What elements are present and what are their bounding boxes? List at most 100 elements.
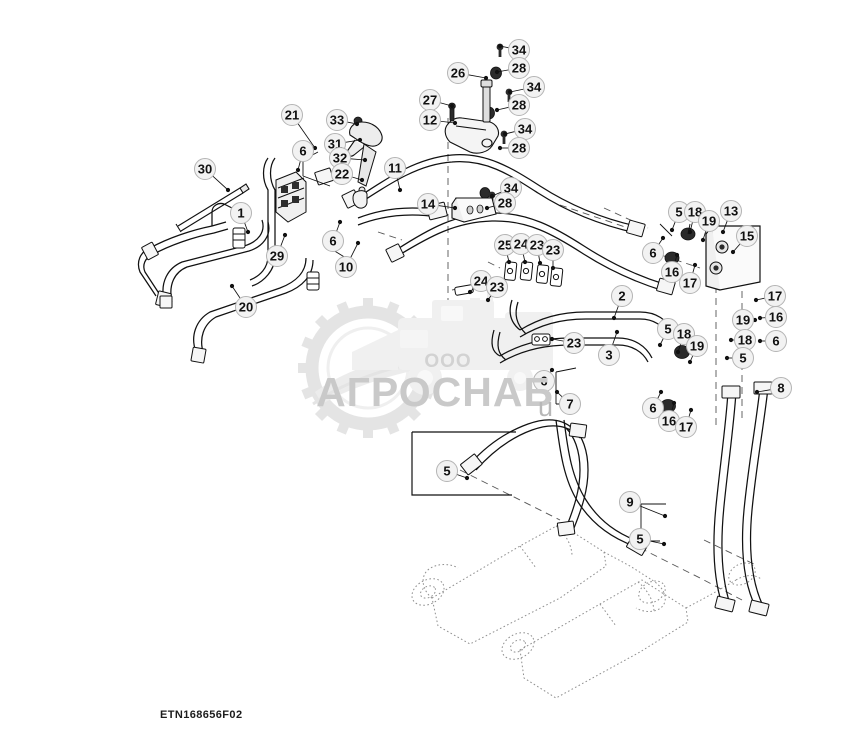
callout-6[interactable]: 6 [765,330,787,352]
callout-5[interactable]: 5 [732,347,754,369]
callout-circle [770,377,792,399]
callout-16[interactable]: 16 [658,410,680,432]
callout-leader-dot [724,355,730,361]
callout-label: 5 [675,205,682,220]
callout-6[interactable]: 6 [322,230,344,252]
clamp-24a [519,261,534,281]
callout-leader-dot [674,252,680,258]
callout-32[interactable]: 32 [329,147,351,169]
pin-27 [448,102,456,122]
callout-leader-dot [452,205,458,211]
callout-circle [642,397,664,419]
callout-1[interactable]: 1 [230,202,252,224]
callout-label: 11 [388,161,402,176]
callout-11[interactable]: 11 [384,157,406,179]
callout-33[interactable]: 33 [326,109,348,131]
callout-34[interactable]: 34 [514,118,536,140]
callout-3[interactable]: 3 [598,344,620,366]
callout-6[interactable]: 6 [642,242,664,264]
callout-28[interactable]: 28 [508,137,530,159]
callout-12[interactable]: 12 [419,109,441,131]
drawing-part-number: ETN168656F02 [160,709,243,721]
callout-5[interactable]: 5 [436,460,458,482]
callout-label: 23 [530,238,544,253]
callout-leader-12 [440,120,456,124]
callout-leader-dot [720,229,726,235]
callout-circle [335,256,357,278]
callout-circle [720,200,742,222]
callout-circle [679,272,701,294]
callout-6[interactable]: 6 [533,370,555,392]
callout-23[interactable]: 23 [486,276,508,298]
bolt-26 [480,79,493,123]
callout-label: 19 [702,214,716,229]
callout-label: 1 [237,206,244,221]
callout-34[interactable]: 34 [508,39,530,61]
callout-leader-30 [212,175,229,191]
callout-leader-2 [613,305,619,319]
callout-label: 7 [566,397,573,412]
callout-leader-21 [297,123,316,149]
callout-leader-dot [657,342,663,348]
callout-label: 10 [339,260,353,275]
callout-6[interactable]: 6 [292,140,314,162]
callout-22[interactable]: 22 [331,163,353,185]
callout-10[interactable]: 10 [335,256,357,278]
callout-23[interactable]: 23 [542,239,564,261]
callout-circle [698,210,720,232]
callout-26[interactable]: 26 [447,62,469,84]
callout-25[interactable]: 25 [494,234,516,256]
callout-8[interactable]: 8 [770,377,792,399]
callout-leader-dot [497,43,503,49]
callout-leader-dot [611,315,617,321]
callout-leader-dot [494,107,500,113]
callout-label: 16 [665,265,679,280]
callout-label: 22 [335,167,349,182]
callout-leader-dot [312,145,318,151]
callout-16[interactable]: 16 [765,306,787,328]
callout-2[interactable]: 2 [611,285,633,307]
callout-circle [629,528,651,550]
callout-17[interactable]: 17 [679,272,701,294]
callout-17[interactable]: 17 [764,285,786,307]
callout-30[interactable]: 30 [194,158,216,180]
callout-18[interactable]: 18 [734,329,756,351]
callout-leader-dot [661,541,667,547]
callout-leader-5 [650,540,665,545]
callout-19[interactable]: 19 [732,309,754,331]
callout-23[interactable]: 23 [563,332,585,354]
callout-6[interactable]: 6 [642,397,664,419]
clamp-25 [503,261,518,281]
callout-5[interactable]: 5 [629,528,651,550]
callout-label: 16 [769,310,783,325]
callout-15[interactable]: 15 [736,225,758,247]
callout-13[interactable]: 13 [720,200,742,222]
callout-19[interactable]: 19 [686,335,708,357]
callout-label: 34 [504,181,519,196]
callout-circle [292,140,314,162]
callout-leader-dot [537,260,543,266]
callout-28[interactable]: 28 [494,192,516,214]
callout-label: 6 [649,401,656,416]
callout-21[interactable]: 21 [281,104,303,126]
callout-circle [619,491,641,513]
callout-9[interactable]: 9 [619,491,641,513]
callout-leader-dot [467,289,473,295]
callout-leader-3 [612,331,618,346]
callout-24[interactable]: 24 [510,233,532,255]
callout-29[interactable]: 29 [266,245,288,267]
callout-17[interactable]: 17 [675,416,697,438]
callout-leader-26 [468,74,487,79]
callout-19[interactable]: 19 [698,210,720,232]
callout-leader-dot [464,475,470,481]
callout-7[interactable]: 7 [559,393,581,415]
callout-28[interactable]: 28 [508,57,530,79]
callout-label: 6 [540,374,547,389]
callout-16[interactable]: 16 [661,261,683,283]
callout-34[interactable]: 34 [523,76,545,98]
callout-circle [331,163,353,185]
callout-14[interactable]: 14 [417,193,439,215]
callout-28[interactable]: 28 [508,94,530,116]
callout-20[interactable]: 20 [235,296,257,318]
callout-27[interactable]: 27 [419,89,441,111]
